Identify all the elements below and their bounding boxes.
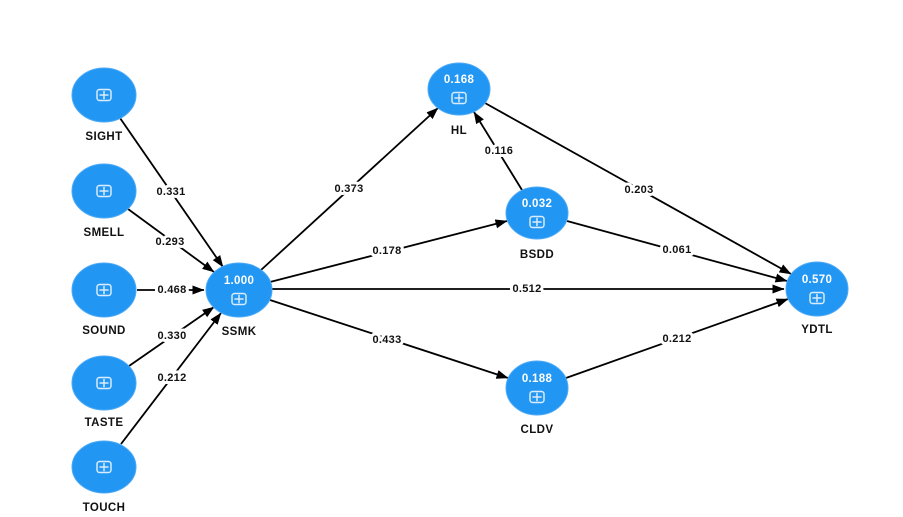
path-bsdd-hl[interactable] xyxy=(473,111,523,191)
coefficients-layer: 0.331 0.293 0.468 0.330 0.212 0.373 0.17… xyxy=(152,142,694,387)
path-ssmk-cldv[interactable] xyxy=(269,299,509,379)
path-hl-ydtl[interactable] xyxy=(484,102,792,275)
node-sight[interactable]: SIGHT xyxy=(71,67,137,143)
node-value-hl: 0.168 xyxy=(444,74,475,86)
path-taste-ssmk[interactable] xyxy=(128,306,215,367)
node-hl[interactable]: 0.168 HL xyxy=(427,62,491,137)
coef-ssmk-hl: 0.373 xyxy=(334,183,363,195)
node-label-ydtl: YDTL xyxy=(801,324,833,336)
plus-box-icon[interactable] xyxy=(96,283,112,297)
node-ssmk[interactable]: 1.000 SSMK xyxy=(205,262,273,338)
coef-smell-ssmk: 0.293 xyxy=(155,236,184,248)
coef-ssmk-cldv: 0.433 xyxy=(372,334,401,346)
node-value-bsdd: 0.032 xyxy=(522,198,552,210)
plus-box-icon[interactable] xyxy=(529,390,545,404)
coef-taste-ssmk: 0.330 xyxy=(157,330,186,342)
plus-box-icon[interactable] xyxy=(96,184,112,198)
coef-sound-ssmk: 0.468 xyxy=(157,284,186,296)
latent-ellipse-bsdd[interactable] xyxy=(505,186,569,240)
node-value-ydtl: 0.570 xyxy=(802,274,832,286)
node-label-bsdd: BSDD xyxy=(520,249,554,261)
coef-hl-ydtl: 0.203 xyxy=(624,184,653,196)
path-touch-ssmk[interactable] xyxy=(120,312,222,445)
node-label-smell: SMELL xyxy=(84,227,125,239)
coef-ssmk-bsdd: 0.178 xyxy=(372,245,401,257)
node-label-sound: SOUND xyxy=(82,325,126,337)
latent-ellipse-ssmk[interactable] xyxy=(205,262,273,318)
node-label-sight: SIGHT xyxy=(85,131,122,143)
node-label-hl: HL xyxy=(451,125,467,137)
coef-bsdd-hl: 0.116 xyxy=(485,145,513,157)
node-label-ssmk: SSMK xyxy=(222,326,257,338)
node-touch[interactable]: TOUCH xyxy=(71,440,137,514)
path-ssmk-hl[interactable] xyxy=(260,107,439,271)
node-sound[interactable]: SOUND xyxy=(71,262,137,337)
path-smell-ssmk[interactable] xyxy=(127,208,215,273)
plus-box-icon[interactable] xyxy=(96,88,112,102)
node-smell[interactable]: SMELL xyxy=(71,163,137,239)
plus-box-icon[interactable] xyxy=(529,215,545,229)
coef-touch-ssmk: 0.212 xyxy=(157,372,186,384)
plus-box-icon[interactable] xyxy=(809,291,825,305)
node-taste[interactable]: TASTE xyxy=(71,355,137,429)
path-sight-ssmk[interactable] xyxy=(119,117,224,268)
node-cldv[interactable]: 0.188 CLDV xyxy=(505,360,569,436)
path-bsdd-ydtl[interactable] xyxy=(566,220,788,283)
latent-ellipse-ydtl[interactable] xyxy=(785,261,849,317)
latent-ellipse-cldv[interactable] xyxy=(505,360,569,416)
plus-box-icon[interactable] xyxy=(231,292,247,306)
node-label-taste: TASTE xyxy=(85,417,124,429)
node-label-touch: TOUCH xyxy=(83,502,126,514)
node-ydtl[interactable]: 0.570 YDTL xyxy=(785,261,849,336)
latent-ellipse-hl[interactable] xyxy=(427,62,491,116)
path-cldv-ydtl[interactable] xyxy=(565,298,789,379)
node-bsdd[interactable]: 0.032 BSDD xyxy=(505,186,569,261)
node-label-cldv: CLDV xyxy=(521,424,554,436)
node-value-ssmk: 1.000 xyxy=(224,275,254,287)
path-ssmk-bsdd[interactable] xyxy=(269,219,508,283)
coef-sight-ssmk: 0.331 xyxy=(156,186,185,198)
edges-layer xyxy=(119,102,792,445)
node-value-cldv: 0.188 xyxy=(522,373,553,385)
plus-box-icon[interactable] xyxy=(96,376,112,390)
coef-cldv-ydtl: 0.212 xyxy=(662,333,691,345)
coef-bsdd-ydtl: 0.061 xyxy=(662,244,691,256)
plus-box-icon[interactable] xyxy=(451,91,467,105)
coef-ssmk-ydtl: 0.512 xyxy=(512,283,541,295)
plus-box-icon[interactable] xyxy=(96,460,112,474)
